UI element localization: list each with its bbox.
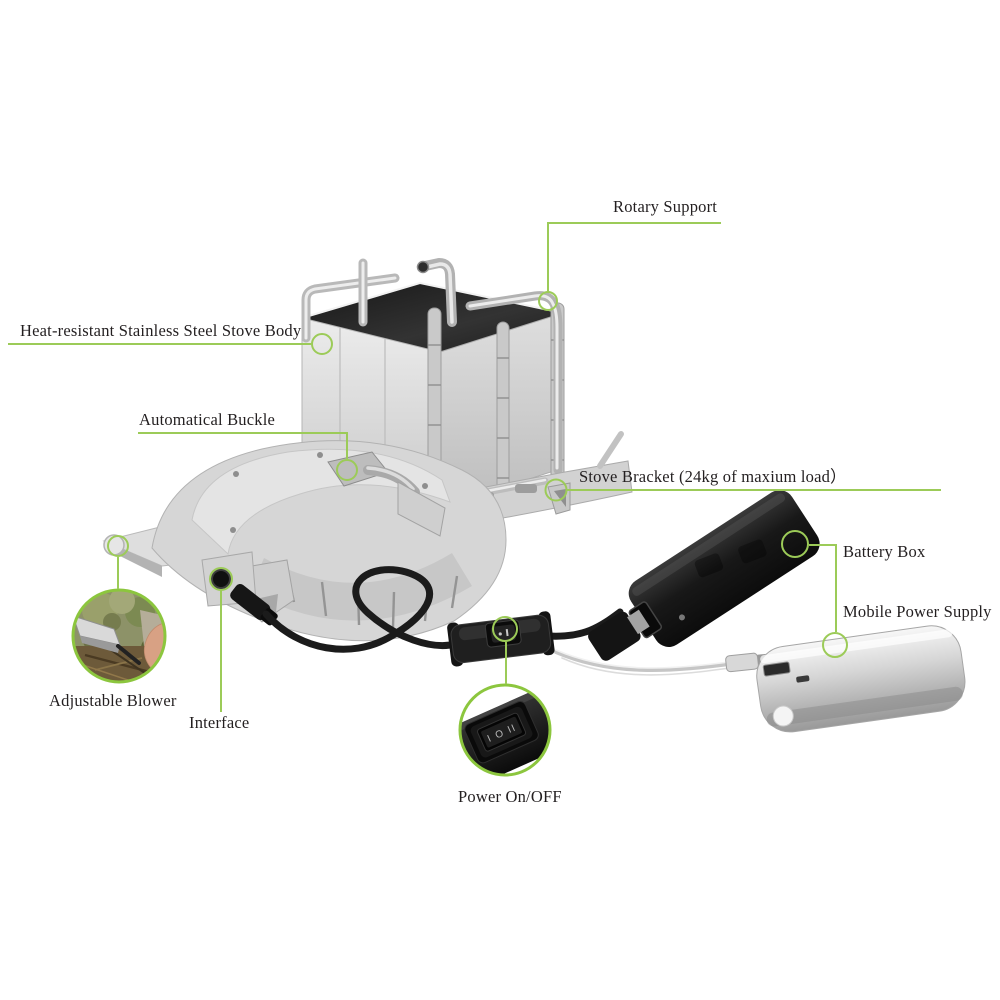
annotation-lines xyxy=(8,222,941,712)
label-power-on-off: Power On/OFF xyxy=(458,787,562,806)
tray-round-tip xyxy=(103,534,125,556)
white-cable xyxy=(554,649,738,676)
marker-power-switch xyxy=(492,616,518,642)
marker-stove-bracket xyxy=(544,478,568,502)
label-adjustable-blower: Adjustable Blower xyxy=(49,691,177,710)
left-handle-rod xyxy=(301,258,400,343)
label-mobile-power-supply: Mobile Power Supply xyxy=(843,602,992,621)
usb-plug xyxy=(588,609,650,661)
marker-rotary-support xyxy=(538,291,558,311)
battery-box-device xyxy=(588,490,820,661)
power-bank-device xyxy=(756,625,966,733)
label-automatical-buckle: Automatical Buckle xyxy=(139,410,276,429)
power-switch-inset: I O II xyxy=(458,683,552,777)
powerbank-usb-port xyxy=(762,661,791,677)
blower-unit xyxy=(102,440,507,642)
label-interface: Interface xyxy=(189,713,250,732)
battery-led xyxy=(678,614,685,621)
blower-inset-ring xyxy=(71,588,167,684)
power-inset-ring xyxy=(458,683,552,777)
fan-rib-band xyxy=(250,553,472,621)
marker-adjustable-blower xyxy=(107,535,129,557)
marker-interface xyxy=(209,567,233,591)
inline-switch xyxy=(447,611,555,667)
blower-photo-inset xyxy=(71,588,167,684)
powerbank-micro-port xyxy=(796,675,810,683)
label-battery-box: Battery Box xyxy=(843,542,926,561)
label-rotary-support: Rotary Support xyxy=(613,197,718,216)
label-stove-bracket: Stove Bracket (24kg of maxium load） xyxy=(579,467,847,486)
label-stove-body: Heat-resistant Stainless Steel Stove Bod… xyxy=(20,321,302,340)
center-bent-tube xyxy=(416,258,457,327)
interface-jack xyxy=(201,551,278,626)
annotation-marker-circles xyxy=(107,291,848,658)
marker-mobile-power-supply xyxy=(822,632,848,658)
marker-battery-box xyxy=(781,530,809,558)
marker-stove-body xyxy=(311,333,333,355)
marker-automatical-buckle xyxy=(336,459,358,481)
